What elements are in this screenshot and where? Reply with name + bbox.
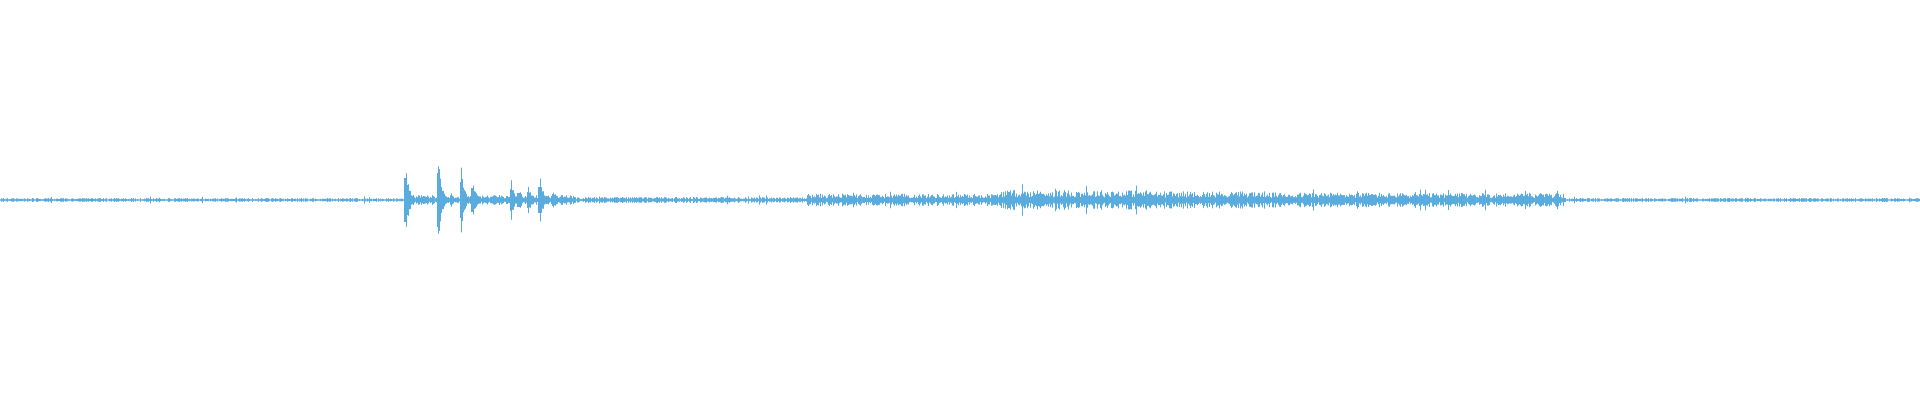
waveform-bars xyxy=(0,166,1920,234)
